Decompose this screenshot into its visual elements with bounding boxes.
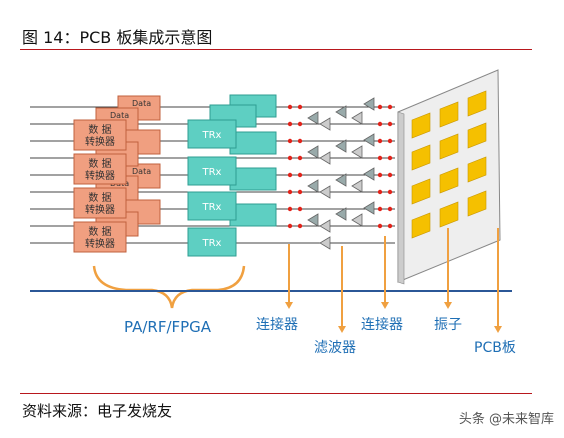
group-label: PA/RF/FPGA bbox=[124, 318, 212, 336]
svg-text:TRx: TRx bbox=[202, 202, 222, 213]
svg-text:转换器: 转换器 bbox=[85, 203, 115, 216]
element-label: 振子 bbox=[434, 317, 462, 333]
connector-label-2: 连接器 bbox=[361, 316, 403, 333]
source-rule bbox=[20, 393, 532, 394]
svg-text:TRx: TRx bbox=[202, 130, 222, 141]
data-block-label: Data bbox=[132, 99, 151, 108]
pcb-label: PCB板 bbox=[474, 340, 516, 356]
connector-label-1: 连接器 bbox=[256, 316, 298, 333]
figure-title: 图 14：PCB 板集成示意图 bbox=[22, 28, 213, 47]
watermark: 头条 @未来智库 bbox=[458, 412, 554, 427]
source-note: 资料来源：电子发烧友 bbox=[22, 402, 173, 420]
svg-text:数 据: 数 据 bbox=[88, 157, 111, 170]
trx-block: TRx bbox=[187, 119, 237, 149]
data-converter-block: 数 据 转换器 bbox=[73, 187, 127, 219]
connector-dots bbox=[287, 104, 393, 229]
data-block-label: Data bbox=[132, 167, 151, 176]
svg-text:转换器: 转换器 bbox=[85, 169, 115, 182]
data-converter-front-layer: 数 据 转换器 数 据 转换器 数 据 转换器 数 据 转换器 bbox=[73, 119, 127, 253]
group-brace bbox=[92, 265, 246, 309]
pointer-lines bbox=[285, 228, 502, 333]
trx-front-layer: TRx TRx TRx TRx bbox=[187, 119, 237, 257]
title-rule bbox=[20, 49, 532, 50]
trx-block: TRx bbox=[187, 191, 237, 221]
antenna-patch-grid bbox=[411, 90, 487, 239]
data-converter-block: 数 据 转换器 bbox=[73, 221, 127, 253]
svg-text:数 据: 数 据 bbox=[88, 225, 111, 238]
svg-text:转换器: 转换器 bbox=[85, 135, 115, 148]
trx-block: TRx bbox=[187, 156, 237, 186]
svg-text:数 据: 数 据 bbox=[88, 123, 111, 136]
svg-text:数 据: 数 据 bbox=[88, 191, 111, 204]
svg-text:转换器: 转换器 bbox=[85, 237, 115, 250]
filter-stage-icons bbox=[307, 97, 375, 250]
data-block-label: Data bbox=[110, 111, 129, 120]
filter-label: 滤波器 bbox=[314, 340, 356, 356]
svg-text:TRx: TRx bbox=[202, 167, 222, 178]
data-converter-block: 数 据 转换器 bbox=[73, 119, 127, 151]
trx-block: TRx bbox=[187, 227, 237, 257]
data-converter-block: 数 据 转换器 bbox=[73, 153, 127, 185]
pcb-panel bbox=[397, 69, 501, 285]
svg-text:TRx: TRx bbox=[202, 238, 222, 249]
